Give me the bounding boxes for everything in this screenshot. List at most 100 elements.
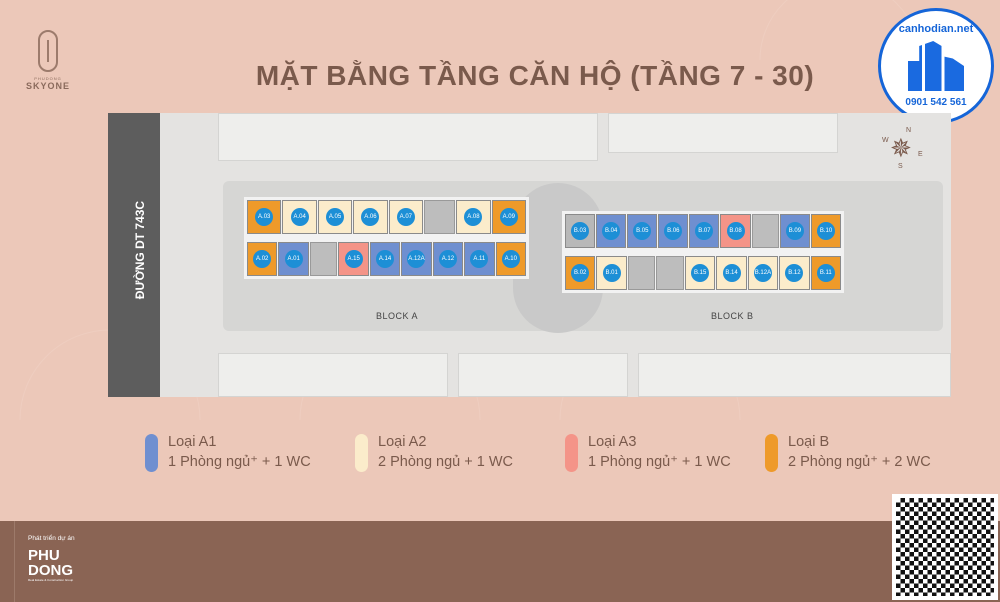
unit[interactable]: B.06 [658,214,689,248]
unit[interactable]: B.04 [596,214,627,248]
unit-label: A.10 [501,250,520,268]
legend-desc: 1 Phòng ngủ⁺ + 1 WC [168,454,311,470]
compass-w: W [882,137,889,144]
unit[interactable]: B.01 [596,256,627,290]
unit-label: B.04 [602,222,621,240]
qr-code[interactable] [892,494,998,600]
unit[interactable]: A.03 [247,200,282,234]
unit[interactable]: B.08 [720,214,751,248]
unit[interactable]: A.08 [456,200,491,234]
unit[interactable]: B.14 [716,256,747,290]
unit-label: B.01 [602,264,621,282]
core [656,256,684,290]
developer-name-2: DONG [28,562,73,579]
core [424,200,456,234]
unit[interactable]: A.12A [401,242,432,276]
legend-swatch [355,434,368,472]
legend-swatch [565,434,578,472]
unit-label: B.14 [722,264,741,282]
logo-name: SKYONE [25,81,70,91]
badge-phone: 0901 542 561 [905,97,967,108]
unit-label: A.03 [255,208,274,226]
unit[interactable]: B.07 [689,214,720,248]
logo-mark [38,30,58,72]
unit[interactable]: B.12 [779,256,810,290]
developer-logo: Phát triển dự án PHU DONG Real Estate & … [28,535,75,582]
unit[interactable]: A.09 [491,200,527,234]
unit-row-top: B.03 B.04 B.05 B.06 B.07 B.08 B.09 B.10 [565,214,842,248]
unit-label: B.09 [785,222,804,240]
road: ĐƯỜNG DT 743C [108,113,160,397]
logo-sub: PHUDONG [34,76,62,81]
developer-intro: Phát triển dự án [28,535,75,542]
unit-label: B.15 [691,264,710,282]
unit[interactable]: A.12 [432,242,464,276]
unit[interactable]: A.06 [353,200,388,234]
road-label: ĐƯỜNG DT 743C [133,200,147,300]
canhodian-badge: canhodian.net 0901 542 561 [878,8,994,124]
unit-label: A.12 [438,250,457,268]
unit[interactable]: B.10 [810,214,842,248]
unit[interactable]: B.11 [810,256,841,290]
unit[interactable]: A.10 [495,242,526,276]
unit[interactable]: A.04 [282,200,317,234]
buildings-icon [908,41,964,91]
legend-swatch [145,434,158,472]
legend-desc: 2 Phòng ngủ + 1 WC [378,454,514,470]
unit-label: B.12 [785,264,804,282]
unit[interactable]: A.01 [278,242,309,276]
core [627,256,656,290]
footer-divider [14,521,15,602]
unit[interactable]: B.09 [779,214,810,248]
unit[interactable]: A.15 [338,242,369,276]
unit[interactable]: A.05 [317,200,353,234]
skyone-logo: PHUDONG SKYONE [22,30,74,91]
unit-label: B.03 [571,222,590,240]
unit-label: A.11 [470,250,489,268]
unit[interactable]: B.15 [684,256,716,290]
developer-tagline: Real Estate & Construction Group [28,578,74,582]
unit-label: B.08 [726,222,745,240]
core [309,242,338,276]
compass-n: N [906,127,912,134]
legend-item: Loại A2 2 Phòng ngủ + 1 WC [355,432,513,472]
unit[interactable]: B.05 [627,214,658,248]
unit-label: B.05 [633,222,652,240]
compass-s: S [898,163,903,170]
unit-label: B.02 [571,264,590,282]
legend-desc: 2 Phòng ngủ⁺ + 2 WC [788,454,931,470]
unit-label: A.14 [376,250,395,268]
page-title: MẶT BẰNG TẦNG CĂN HỘ (TẦNG 7 - 30) [255,60,815,91]
unit-label: B.06 [664,222,683,240]
unit[interactable]: B.12A [747,256,779,290]
unit-label: B.11 [816,264,835,282]
neighbor-lot [218,113,598,161]
unit-label: A.12A [407,250,426,268]
unit[interactable]: A.02 [247,242,278,276]
legend-name: Loại B [788,434,830,450]
unit[interactable]: A.07 [388,200,424,234]
unit[interactable]: B.03 [565,214,596,248]
unit[interactable]: A.14 [369,242,401,276]
unit[interactable]: A.11 [464,242,495,276]
unit-label: A.15 [344,250,363,268]
unit[interactable]: B.02 [565,256,596,290]
legend-item: Loại B 2 Phòng ngủ⁺ + 2 WC [765,432,931,472]
unit-label: B.07 [695,222,714,240]
developer-name-1: PHU [28,547,60,564]
neighbor-lot [458,353,628,397]
legend-desc: 1 Phòng ngủ⁺ + 1 WC [588,454,731,470]
core [751,214,779,248]
unit-label: B.10 [816,222,835,240]
legend-name: Loại A2 [378,434,427,450]
legend-swatch [765,434,778,472]
unit-row-bottom: B.02 B.01 B.15 B.14 B.12A B.12 B.11 [565,256,841,290]
unit-label: A.04 [290,208,309,226]
